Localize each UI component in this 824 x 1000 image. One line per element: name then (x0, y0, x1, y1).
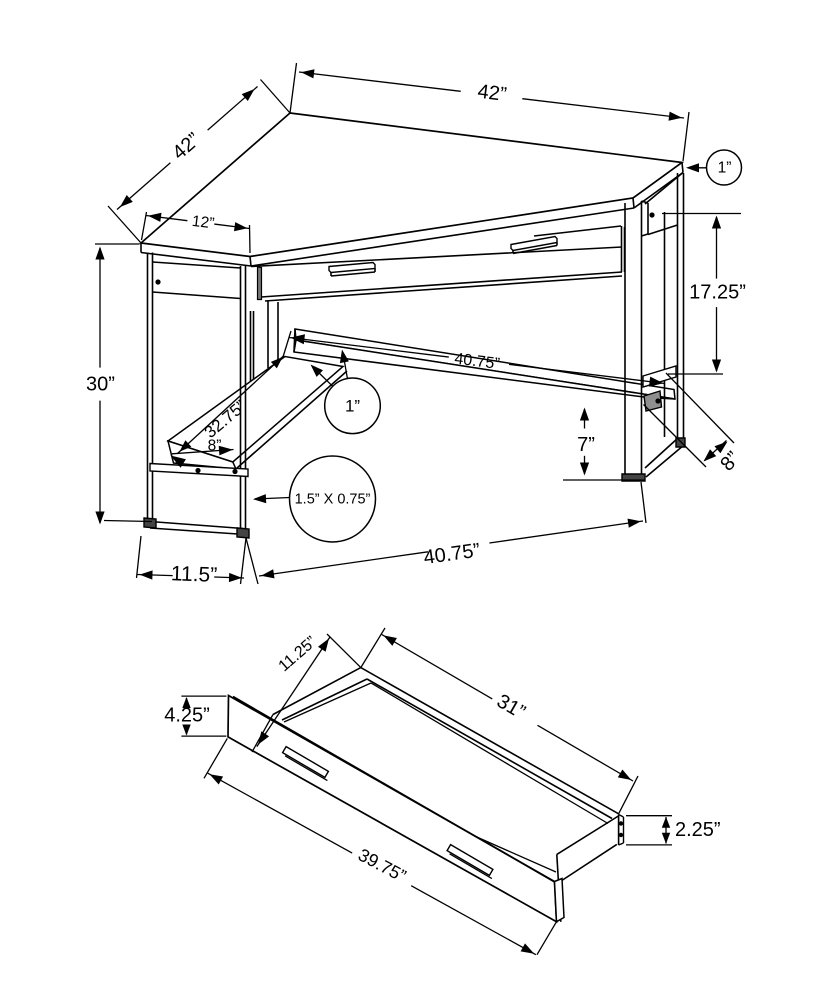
svg-text:42”: 42” (476, 81, 507, 106)
svg-text:11.5”: 11.5” (170, 562, 217, 587)
svg-text:8”: 8” (208, 438, 222, 455)
svg-text:30”: 30” (86, 373, 115, 395)
svg-text:12”: 12” (191, 213, 215, 233)
svg-text:1”: 1” (345, 396, 360, 415)
svg-text:17.25”: 17.25” (689, 281, 746, 303)
svg-text:40.75”: 40.75” (453, 351, 500, 373)
svg-text:2.25”: 2.25” (675, 819, 721, 841)
svg-text:7”: 7” (577, 434, 595, 456)
svg-text:4.25”: 4.25” (164, 704, 210, 726)
svg-text:1”: 1” (718, 160, 732, 177)
svg-text:1.5” X 0.75”: 1.5” X 0.75” (295, 491, 371, 507)
